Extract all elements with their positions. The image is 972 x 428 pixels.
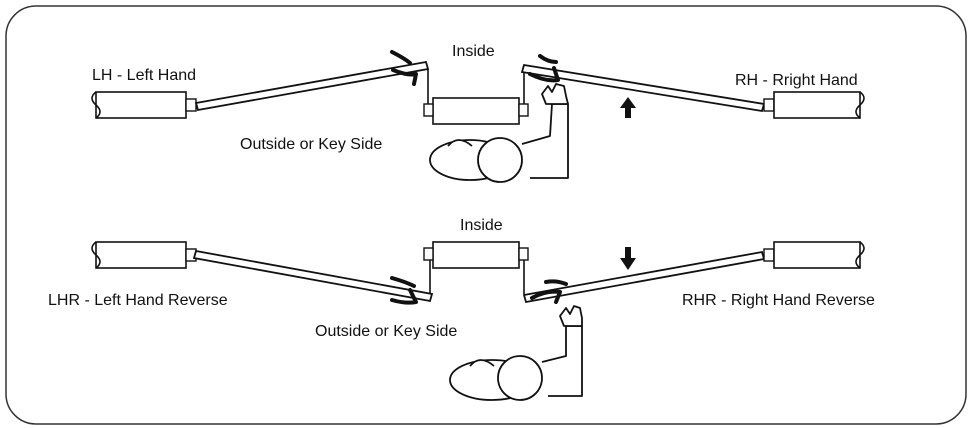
- bottom-outside-label: Outside or Key Side: [315, 323, 457, 340]
- top-outside-label: Outside or Key Side: [240, 136, 382, 153]
- top-right-door: [520, 63, 766, 113]
- top-diagram: Inside LH - Left Hand RH - Rright Hand O…: [91, 43, 865, 183]
- bottom-person-figure: [449, 305, 583, 401]
- top-right-wall: [763, 91, 865, 119]
- bottom-inside-label: Inside: [460, 217, 503, 234]
- bottom-right-wall: [763, 241, 865, 269]
- arrow-up-icon: [620, 97, 636, 118]
- bottom-right-hand-reverse-label: RHR - Right Hand Reverse: [682, 292, 875, 309]
- top-right-closer-icon: [528, 54, 560, 83]
- arrow-down-icon: [620, 247, 636, 270]
- top-left-wall: [91, 91, 197, 119]
- top-left-hand-label: LH - Left Hand: [92, 67, 196, 84]
- bottom-diagram: Inside LHR - Left Hand Reverse RHR - Rig…: [48, 217, 875, 401]
- top-left-closer-icon: [390, 50, 418, 86]
- outer-border: [5, 5, 967, 425]
- top-center-wall: [423, 69, 529, 125]
- bottom-left-closer-icon: [390, 276, 418, 305]
- bottom-left-door: [192, 249, 434, 303]
- bottom-left-hand-reverse-label: LHR - Left Hand Reverse: [48, 292, 228, 309]
- bottom-left-wall: [91, 241, 197, 269]
- bottom-right-closer-icon: [530, 279, 568, 304]
- bottom-center-wall: [423, 241, 529, 294]
- top-person-figure: [429, 83, 569, 183]
- top-inside-label: Inside: [452, 43, 495, 60]
- top-right-hand-label: RH - Rright Hand: [735, 72, 858, 89]
